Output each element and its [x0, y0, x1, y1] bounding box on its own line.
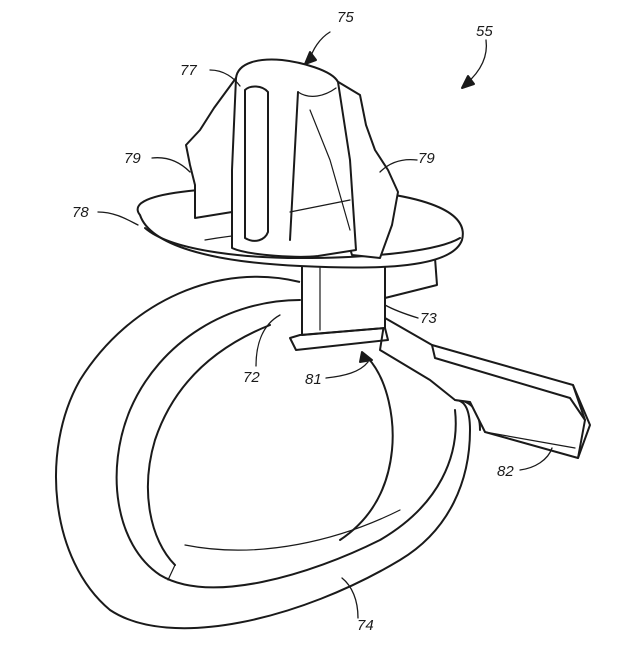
label-74: 74 [357, 617, 374, 634]
label-81: 81 [305, 371, 322, 388]
strap-loop [56, 277, 480, 628]
label-73: 73 [420, 310, 437, 327]
label-82: 82 [497, 463, 514, 480]
label-79-left: 79 [124, 150, 141, 167]
label-55: 55 [476, 23, 493, 40]
label-79-right: 79 [418, 150, 435, 167]
label-72: 72 [243, 369, 260, 386]
label-78: 78 [72, 204, 89, 221]
label-75: 75 [337, 9, 354, 26]
label-77: 77 [180, 62, 197, 79]
